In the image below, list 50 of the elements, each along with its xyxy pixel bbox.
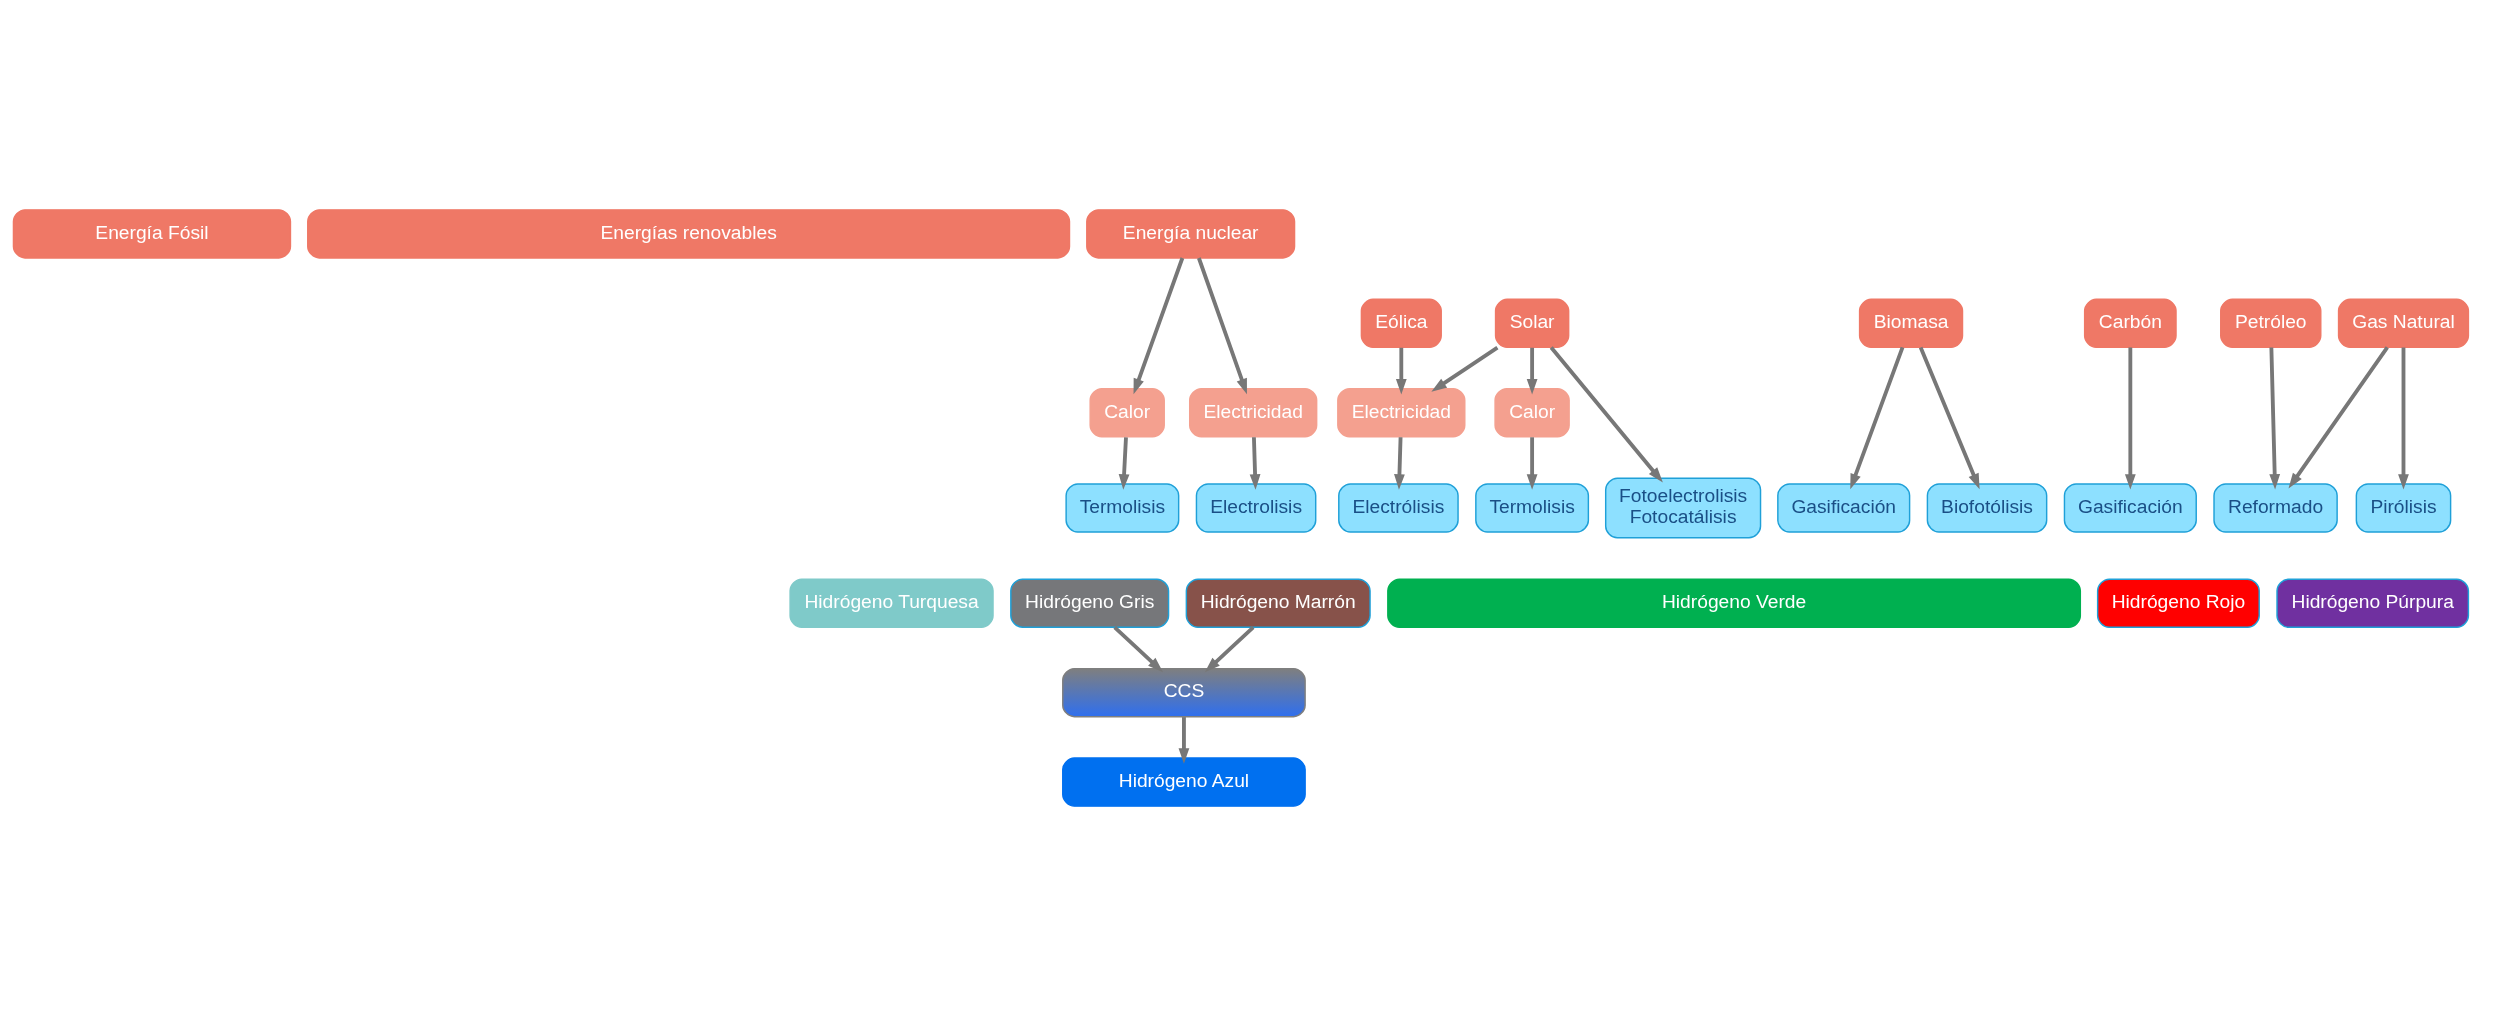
arrow — [1133, 257, 1185, 395]
arrow — [2269, 347, 2281, 490]
node-box: Pirólisis — [2355, 483, 2452, 533]
arrow — [2398, 347, 2409, 490]
arrow — [1394, 437, 1405, 490]
node-box: Calor — [1494, 388, 1570, 438]
arrow — [1431, 345, 1499, 392]
node-box: Energía nuclear — [1086, 209, 1296, 259]
node-box: Petróleo — [2220, 298, 2322, 349]
node-box: Gas Natural — [2337, 298, 2470, 349]
node-box: Gasificación — [2063, 483, 2197, 533]
node-box: Electricidad — [1189, 388, 1318, 438]
arrow — [2124, 347, 2136, 490]
node-box: Biomasa — [1858, 298, 1964, 349]
arrow — [1118, 437, 1130, 490]
node-box: Hidrógeno Marrón — [1185, 578, 1371, 628]
node-box: Termolisis — [1475, 483, 1590, 533]
node-box: Calor — [1089, 388, 1165, 438]
node-box: Termolisis — [1065, 483, 1180, 533]
arrow — [1918, 346, 1980, 490]
arrow — [2288, 346, 2389, 489]
arrow — [1526, 347, 1538, 395]
node-box: Electricidad — [1337, 388, 1466, 438]
node-box: Energías renovables — [307, 209, 1071, 259]
arrow — [1549, 346, 1663, 483]
arrow — [1113, 626, 1164, 673]
node-box: Hidrógeno Gris — [1010, 578, 1170, 628]
arrow — [1850, 346, 1905, 490]
node-box: Electrolisis — [1195, 483, 1317, 533]
node-box: Hidrógeno Azul — [1062, 757, 1306, 807]
node-box: Solar — [1494, 298, 1570, 349]
node-box: CCS — [1062, 667, 1306, 718]
node-box: Hidrógeno Rojo — [2096, 578, 2260, 628]
node-box: Biofotólisis — [1926, 483, 2048, 533]
node-box: Hidrógeno Púrpura — [2276, 578, 2470, 628]
node-box: Electrólisis — [1338, 483, 1459, 533]
node-box: Eólica — [1360, 298, 1442, 349]
node-box: Carbón — [2083, 298, 2177, 349]
arrow — [1249, 437, 1261, 490]
arrow — [1204, 626, 1255, 673]
node-box: Hidrógeno Turquesa — [789, 578, 994, 628]
arrow — [1197, 257, 1247, 395]
node-box: Energía Fósil — [12, 209, 292, 259]
arrow — [1395, 347, 1407, 395]
node-box: Gasificación — [1777, 483, 1911, 533]
node-box: Hidrógeno Verde — [1387, 578, 2082, 628]
arrow — [1178, 717, 1190, 764]
arrow — [1526, 437, 1538, 490]
node-box: Reformado — [2213, 483, 2338, 533]
node-box: Fotoelectrolisis Fotocatálisis — [1604, 477, 1762, 539]
